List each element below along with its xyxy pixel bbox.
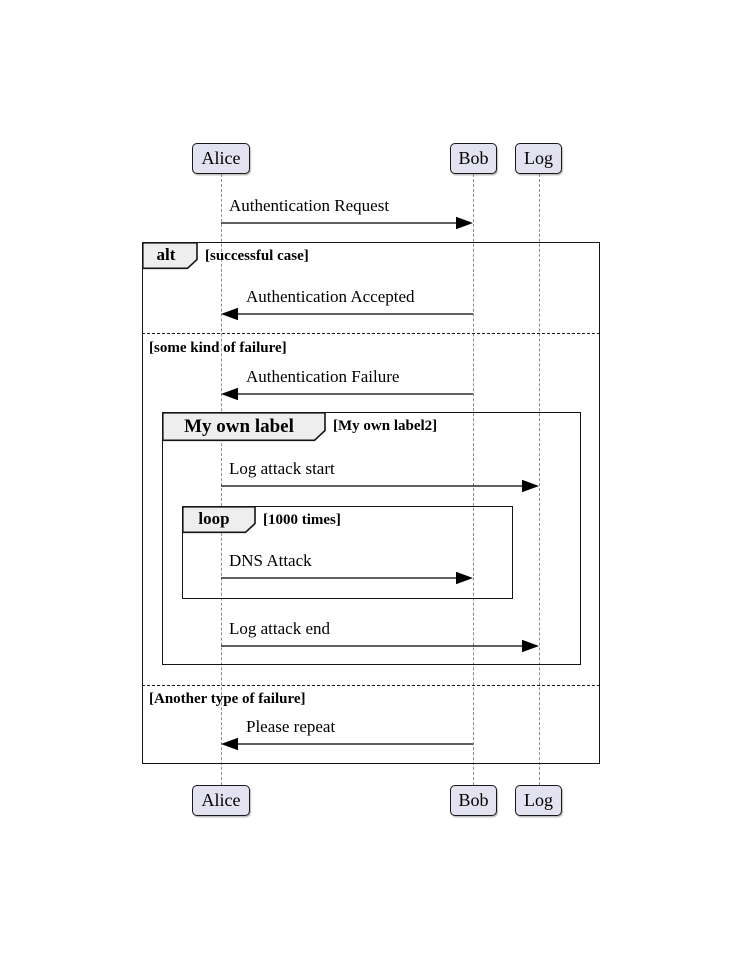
lifeline-log [538, 174, 540, 785]
message-label-authentication-request: Authentication Request [229, 196, 390, 215]
participant-box-alice-top: Alice [192, 143, 250, 174]
loop-frame-keyword: loop [198, 509, 230, 528]
participant-label-bob-bottom: Bob [458, 790, 489, 810]
participant-label-alice-bottom: Alice [201, 790, 241, 810]
group-frame-keyword: My own label [184, 416, 294, 437]
participant-box-bob-bottom: Bob [450, 785, 497, 816]
message-label-log-attack-end: Log attack end [229, 619, 331, 638]
message-label-please-repeat: Please repeat [246, 717, 336, 736]
participant-box-log-top: Log [515, 143, 562, 174]
group-frame-condition: [My own label2] [333, 418, 438, 434]
alt-divider-1 [142, 333, 600, 334]
lifeline-bob [472, 174, 474, 785]
alt-frame-keyword: alt [156, 245, 176, 264]
message-label-log-attack-start: Log attack start [229, 459, 335, 478]
alt-section-2-label: [some kind of failure] [149, 340, 287, 356]
arrowhead-authentication-request [456, 216, 473, 230]
message-label-dns-attack: DNS Attack [229, 551, 312, 570]
alt-divider-2 [142, 685, 600, 686]
group-frame [162, 412, 581, 665]
alt-section-3-label: [Another type of failure] [149, 691, 306, 707]
participant-box-alice-bottom: Alice [192, 785, 250, 816]
alt-section-1-label: [successful case] [205, 248, 309, 264]
alt-frame [142, 242, 600, 764]
loop-frame-condition: [1000 times] [263, 512, 341, 528]
message-label-authentication-accepted: Authentication Accepted [246, 287, 415, 306]
participant-label-log-bottom: Log [524, 790, 553, 810]
participant-box-log-bottom: Log [515, 785, 562, 816]
lifeline-alice [220, 174, 222, 785]
participant-box-bob-top: Bob [450, 143, 497, 174]
participant-label-alice-top: Alice [201, 148, 241, 168]
participant-label-log-top: Log [524, 148, 553, 168]
loop-frame [182, 506, 513, 599]
participant-label-bob-top: Bob [458, 148, 489, 168]
message-label-authentication-failure: Authentication Failure [246, 367, 400, 386]
